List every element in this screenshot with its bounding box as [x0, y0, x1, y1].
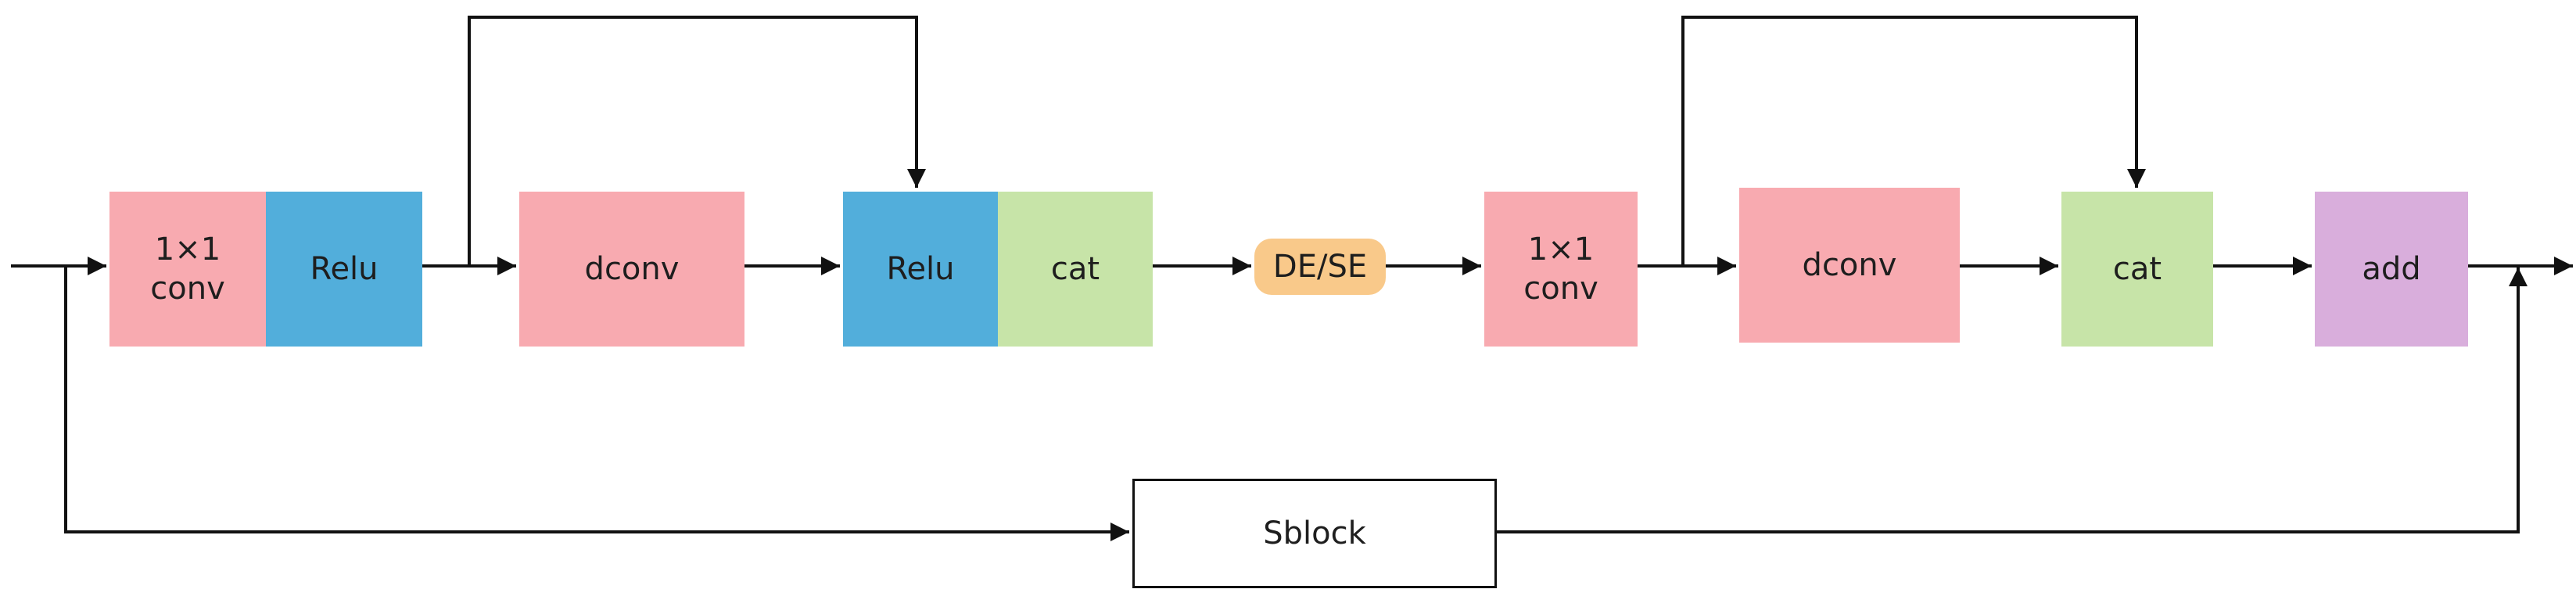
cat-label: cat [1050, 251, 1100, 287]
cat-label-2: cat [2112, 251, 2162, 287]
sblock-block: Sblock [1132, 479, 1497, 588]
dconv-block: dconv [519, 192, 744, 347]
conv-1x1-label: 1×1 conv [150, 232, 225, 307]
sblock-label: Sblock [1263, 515, 1366, 551]
add-label: add [2362, 251, 2421, 287]
conv-1x1-block-2: 1×1 conv [1484, 192, 1638, 347]
conv-1x1-block: 1×1 conv [109, 192, 266, 347]
skip-connection-2 [1681, 16, 2146, 266]
relu-label: Relu [310, 251, 379, 287]
cat-block-2: cat [2061, 192, 2213, 347]
conv-1x1-label-2: 1×1 conv [1523, 232, 1598, 307]
relu-block-2: Relu [843, 192, 998, 347]
sblock-branch-in [64, 266, 1129, 541]
cat-block: cat [998, 192, 1153, 347]
skip-connection-1 [468, 16, 926, 266]
relu-block: Relu [266, 192, 422, 347]
sblock-branch-out [1497, 268, 2528, 533]
add-block: add [2315, 192, 2468, 347]
relu-label-2: Relu [886, 251, 955, 287]
de-se-label: DE/SE [1272, 249, 1368, 285]
dconv-block-2: dconv [1739, 188, 1960, 343]
dconv-label: dconv [584, 251, 680, 287]
dconv-label-2: dconv [1802, 247, 1897, 283]
de-se-block: DE/SE [1254, 239, 1386, 295]
